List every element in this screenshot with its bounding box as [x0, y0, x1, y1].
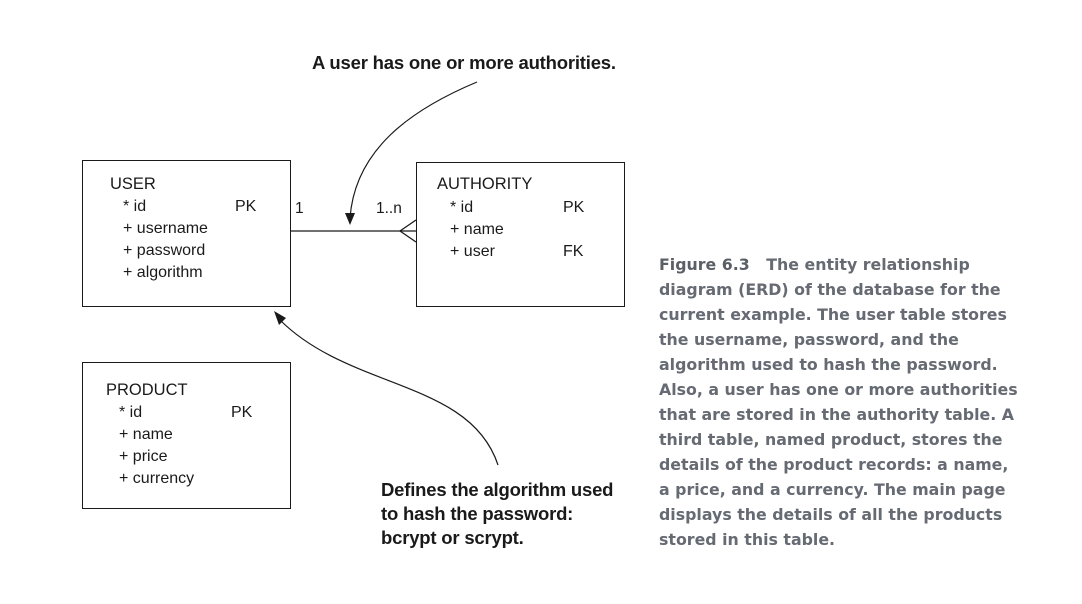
bottom-annotation-line: Defines the algorithm used	[381, 479, 614, 500]
entity-attribute: + password	[123, 242, 206, 259]
entity-product: PRODUCT * id PK + name + price + currenc…	[82, 362, 291, 509]
bottom-annotation-arrow	[279, 319, 499, 466]
top-annotation: A user has one or more authorities.	[312, 52, 616, 73]
primary-key-marker: PK	[235, 198, 257, 215]
figure-caption: Figure 6.3 The entity relationship diagr…	[659, 252, 1019, 552]
top-annotation-arrow	[349, 81, 478, 219]
caption-line: stored in this table.	[659, 530, 836, 549]
entity-attribute: + currency	[119, 470, 195, 487]
entity-name: USER	[110, 175, 156, 193]
caption-line: Figure 6.3 The entity relationship	[659, 252, 1019, 277]
caption-line: current example. The user table stores	[659, 305, 1007, 324]
primary-key-marker: PK	[231, 404, 253, 421]
entity-authority: AUTHORITY * id PK + name + user FK	[416, 162, 625, 307]
caption-text: The entity relationship	[766, 255, 970, 274]
entity-user: USER * id PK + username + password + alg…	[82, 160, 291, 307]
caption-line: the username, password, and the	[659, 330, 959, 349]
entity-attribute: + algorithm	[123, 264, 203, 281]
entity-attribute: + price	[119, 448, 168, 465]
bottom-annotation: Defines the algorithm used to hash the p…	[381, 478, 631, 550]
foreign-key-marker: FK	[563, 243, 584, 260]
entity-name: PRODUCT	[106, 381, 188, 399]
caption-line: displays the details of all the products	[659, 505, 1003, 524]
entity-attribute: + name	[119, 426, 173, 443]
entity-attribute: + user	[450, 243, 495, 260]
primary-key-marker: PK	[563, 199, 585, 216]
cardinality-right: 1..n	[376, 200, 402, 217]
arrowhead-icon	[345, 213, 355, 225]
caption-line: that are stored in the authority table. …	[659, 405, 1014, 424]
entity-attribute: + username	[123, 220, 208, 237]
caption-line: diagram (ERD) of the database for the	[659, 280, 1001, 299]
crows-foot-icon	[399, 219, 417, 243]
bottom-annotation-line: bcrypt or scrypt.	[381, 527, 524, 548]
caption-line: algorithm used to hash the password.	[659, 355, 998, 374]
entity-name: AUTHORITY	[437, 175, 533, 193]
cardinality-left: 1	[295, 200, 304, 217]
entity-attribute: * id	[123, 198, 147, 215]
entity-attribute: * id	[450, 199, 474, 216]
caption-line: a price, and a currency. The main page	[659, 480, 1006, 499]
entity-attribute: * id	[119, 404, 143, 421]
entity-attribute: + name	[450, 221, 504, 238]
caption-line: third table, named product, stores the	[659, 430, 1003, 449]
arrowhead-icon	[274, 311, 286, 325]
caption-line: details of the product records: a name,	[659, 455, 1009, 474]
figure-label: Figure 6.3	[659, 255, 750, 274]
caption-line: Also, a user has one or more authorities	[659, 380, 1018, 399]
bottom-annotation-line: to hash the password:	[381, 503, 574, 524]
